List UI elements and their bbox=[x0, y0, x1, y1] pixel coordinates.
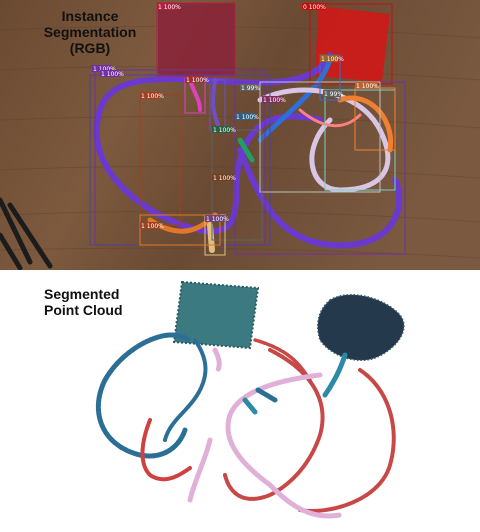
caption-line: Instance bbox=[61, 8, 119, 24]
svg-text:1 100%: 1 100% bbox=[158, 4, 181, 11]
svg-text:1 100%: 1 100% bbox=[356, 83, 379, 90]
detection-label: 1 100% bbox=[185, 76, 209, 84]
svg-text:0 100%: 0 100% bbox=[303, 4, 326, 11]
wood-table-background bbox=[0, 0, 480, 270]
detection-label: 1 100% bbox=[212, 174, 236, 182]
svg-text:1 100%: 1 100% bbox=[321, 56, 344, 63]
detection-label: 1 100% bbox=[262, 96, 286, 104]
svg-text:1 100%: 1 100% bbox=[206, 216, 229, 223]
detection-label: 1 100% bbox=[100, 70, 124, 78]
caption-line: Point Cloud bbox=[44, 302, 123, 318]
teal-pad-points bbox=[174, 282, 258, 348]
svg-text:1 100%: 1 100% bbox=[141, 93, 164, 100]
svg-text:1 100%: 1 100% bbox=[213, 175, 236, 182]
maroon-pad-mask bbox=[158, 3, 235, 75]
detection-label: 1 100% bbox=[212, 126, 236, 134]
detection-label: 1 100% bbox=[157, 3, 181, 11]
point-cloud-caption: Segmented Point Cloud bbox=[44, 286, 154, 318]
detection-label: 1 100% bbox=[235, 113, 259, 121]
detection-labels: 1 100% 0 100% 1 100% 1 100% 1 100% 1 100… bbox=[92, 3, 379, 230]
svg-text:1 100%: 1 100% bbox=[101, 71, 124, 78]
detection-label: 1 99% bbox=[323, 90, 343, 98]
segmentation-image: 1 100% 0 100% 1 100% 1 100% 1 100% 1 100… bbox=[0, 0, 480, 270]
point-cloud-panel: Segmented Point Cloud bbox=[0, 270, 480, 532]
instance-segmentation-panel: 1 100% 0 100% 1 100% 1 100% 1 100% 1 100… bbox=[0, 0, 480, 270]
svg-text:1 100%: 1 100% bbox=[236, 114, 259, 121]
detection-label: 1 100% bbox=[320, 55, 344, 63]
detection-label: 0 100% bbox=[302, 3, 326, 11]
detection-label: 1 100% bbox=[140, 222, 164, 230]
tripod-legs bbox=[0, 197, 53, 270]
segmentation-caption: Instance Segmentation (RGB) bbox=[30, 8, 150, 56]
point-cloud-image bbox=[95, 280, 405, 519]
svg-text:1 99%: 1 99% bbox=[241, 85, 260, 92]
red-pad-mask bbox=[315, 6, 390, 82]
detection-label: 1 100% bbox=[140, 92, 164, 100]
detection-label: 1 100% bbox=[355, 82, 379, 90]
svg-text:1 100%: 1 100% bbox=[186, 77, 209, 84]
cable-points bbox=[95, 332, 396, 519]
svg-text:1 100%: 1 100% bbox=[93, 66, 116, 73]
caption-line: Segmented bbox=[44, 286, 120, 302]
caption-line: Segmentation bbox=[43, 24, 137, 40]
detection-label: 1 100% bbox=[205, 215, 229, 223]
detection-label: 1 100% bbox=[92, 65, 116, 73]
navy-pad-points bbox=[317, 294, 404, 361]
svg-text:1 100%: 1 100% bbox=[141, 223, 164, 230]
svg-text:1 100%: 1 100% bbox=[213, 127, 236, 134]
detection-label: 1 99% bbox=[240, 84, 260, 92]
svg-text:1 99%: 1 99% bbox=[324, 91, 343, 98]
caption-line: (RGB) bbox=[69, 40, 111, 56]
svg-text:1 100%: 1 100% bbox=[263, 97, 286, 104]
